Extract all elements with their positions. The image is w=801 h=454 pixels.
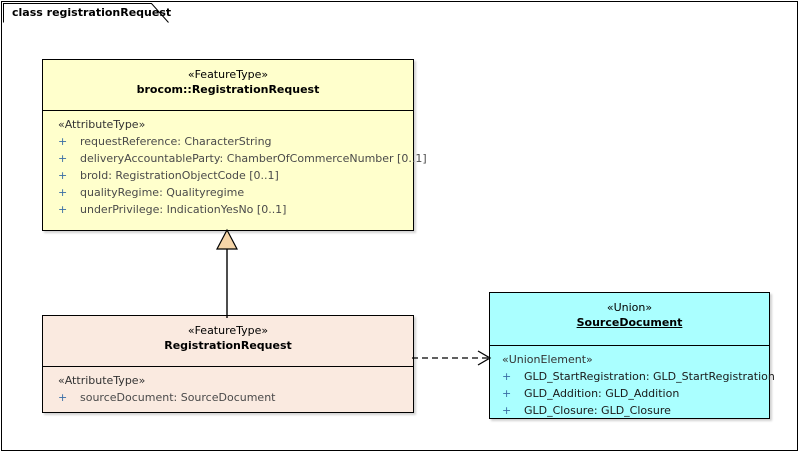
attribute-label: underPrivilege: IndicationYesNo [0..1] (80, 203, 287, 216)
connector-dependency[interactable] (412, 347, 494, 369)
visibility-marker: + (58, 169, 68, 182)
attribute-row[interactable]: + GLD_Closure: GLD_Closure (490, 402, 769, 419)
connector-generalization[interactable] (207, 228, 247, 318)
diagram-title-tab-shape (3, 3, 169, 23)
attribute-row[interactable]: + requestReference: CharacterString (43, 133, 413, 150)
attribute-row[interactable]: + deliveryAccountableParty: ChamberOfComm… (43, 150, 427, 167)
class-box-source-document[interactable]: «Union» SourceDocument «UnionElement» + G… (489, 292, 775, 419)
visibility-marker: + (502, 404, 512, 417)
attribute-label: GLD_Addition: GLD_Addition (524, 387, 680, 400)
class-box-brocom-registration-request[interactable]: «FeatureType» brocom::RegistrationReques… (42, 59, 427, 231)
attribute-row[interactable]: + qualityRegime: Qualityregime (43, 184, 413, 201)
class-name: SourceDocument (576, 316, 683, 329)
attribute-compartment: «AttributeType» + sourceDocument: SourceD… (43, 367, 413, 411)
class-divider (490, 345, 769, 346)
class-divider (43, 366, 413, 367)
attribute-row[interactable]: + sourceDocument: SourceDocument (43, 389, 413, 406)
attribute-label: requestReference: CharacterString (80, 135, 272, 148)
class-stereotype: «Union» (606, 301, 653, 314)
compartment-stereotype: «AttributeType» (58, 374, 146, 387)
class-name: brocom::RegistrationRequest (136, 83, 320, 96)
visibility-marker: + (502, 387, 512, 400)
class-box-registration-request[interactable]: «FeatureType» RegistrationRequest «Attri… (42, 315, 414, 413)
compartment-stereotype: «UnionElement» (502, 353, 593, 366)
attribute-label: broId: RegistrationObjectCode [0..1] (80, 169, 279, 182)
class-name: RegistrationRequest (164, 339, 292, 352)
attribute-row[interactable]: + GLD_StartRegistration: GLD_StartRegistr… (490, 368, 775, 385)
attribute-row[interactable]: + underPrivilege: IndicationYesNo [0..1] (43, 201, 413, 218)
visibility-marker: + (58, 203, 68, 216)
diagram-title-tab[interactable]: class registrationRequest (3, 3, 172, 23)
attribute-row[interactable]: + broId: RegistrationObjectCode [0..1] (43, 167, 413, 184)
visibility-marker: + (58, 391, 68, 404)
attribute-label: deliveryAccountableParty: ChamberOfComme… (80, 152, 427, 165)
class-header-registration-request: «FeatureType» RegistrationRequest (43, 316, 413, 366)
visibility-marker: + (58, 135, 68, 148)
attribute-label: qualityRegime: Qualityregime (80, 186, 245, 199)
attribute-label: sourceDocument: SourceDocument (80, 391, 276, 404)
class-divider (43, 110, 413, 111)
compartment-stereotype: «AttributeType» (58, 118, 146, 131)
class-stereotype: «FeatureType» (187, 68, 269, 81)
visibility-marker: + (502, 370, 512, 383)
class-stereotype: «FeatureType» (187, 324, 269, 337)
attribute-compartment: «AttributeType» + requestReference: Chara… (43, 111, 427, 223)
visibility-marker: + (58, 152, 68, 165)
attribute-label: GLD_Closure: GLD_Closure (524, 404, 671, 417)
attribute-compartment: «UnionElement» + GLD_StartRegistration: G… (490, 346, 775, 424)
generalization-triangle-arrowhead (216, 228, 238, 250)
visibility-marker: + (58, 186, 68, 199)
attribute-label: GLD_StartRegistration: GLD_StartRegistra… (524, 370, 775, 383)
class-header-brocom-registration-request: «FeatureType» brocom::RegistrationReques… (43, 60, 413, 110)
attribute-row[interactable]: + GLD_Addition: GLD_Addition (490, 385, 769, 402)
diagram-title-label: class registrationRequest (12, 6, 172, 19)
class-header-source-document: «Union» SourceDocument (490, 293, 769, 345)
dependency-open-arrowhead (477, 350, 492, 366)
